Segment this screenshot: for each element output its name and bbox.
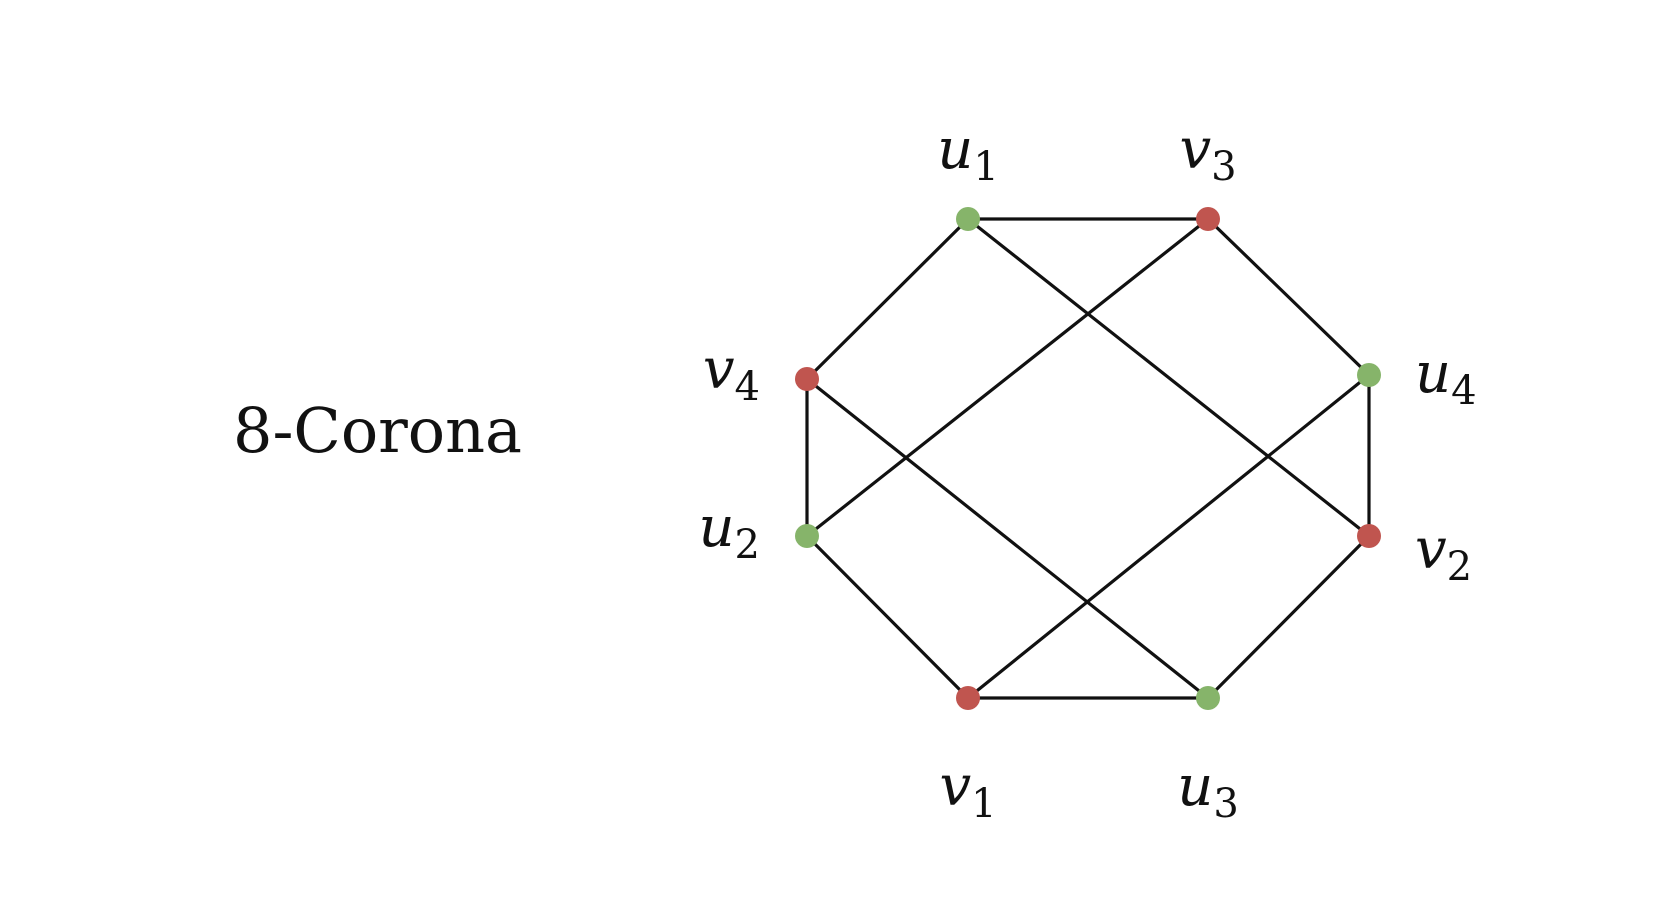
vertex-v1 — [956, 686, 980, 710]
vertex-label-u4: u4 — [1415, 341, 1477, 414]
vertex-u3 — [1196, 686, 1220, 710]
vertex-label-base: u — [1177, 754, 1213, 819]
vertex-label-v2: v2 — [1415, 517, 1472, 590]
vertex-label-v4: v4 — [703, 337, 760, 410]
edge-v4-u3 — [805, 377, 1210, 700]
vertex-v3 — [1196, 207, 1220, 231]
edges-group — [805, 217, 1371, 700]
vertex-label-u2: u2 — [698, 495, 760, 568]
edge-v4-u1 — [805, 217, 970, 381]
edge-v3-u4 — [1206, 217, 1371, 377]
vertex-label-v3: v3 — [1179, 117, 1236, 190]
vertex-label-subscript: 1 — [973, 144, 998, 190]
edge-v3-u2 — [805, 217, 1210, 538]
vertex-u4 — [1357, 363, 1381, 387]
vertex-label-base: u — [698, 495, 734, 560]
edge-v2-u3 — [1206, 534, 1371, 700]
vertex-label-u1: u1 — [937, 117, 999, 190]
edge-v1-u2 — [805, 534, 970, 700]
vertex-label-subscript: 2 — [1447, 544, 1472, 590]
vertex-label-v1: v1 — [939, 754, 996, 827]
vertex-label-subscript: 4 — [1451, 368, 1476, 414]
edge-u1-v2 — [966, 217, 1371, 538]
vertex-label-subscript: 4 — [735, 364, 760, 410]
vertex-label-base: u — [1415, 341, 1451, 406]
vertex-label-subscript: 3 — [1213, 781, 1238, 827]
edge-u4-v1 — [966, 373, 1371, 700]
vertex-label-base: v — [939, 754, 971, 819]
vertex-label-base: v — [1415, 517, 1447, 582]
vertex-label-base: u — [937, 117, 973, 182]
vertex-u2 — [795, 524, 819, 548]
vertices-group — [795, 207, 1381, 710]
vertex-u1 — [956, 207, 980, 231]
diagram-title: 8-Corona — [233, 394, 523, 467]
vertex-label-subscript: 2 — [735, 522, 760, 568]
vertex-label-subscript: 1 — [971, 781, 996, 827]
vertex-label-base: v — [1179, 117, 1211, 182]
vertex-v4 — [795, 367, 819, 391]
vertex-v2 — [1357, 524, 1381, 548]
vertex-label-subscript: 3 — [1211, 144, 1236, 190]
vertex-label-base: v — [703, 337, 735, 402]
vertex-label-u3: u3 — [1177, 754, 1239, 827]
